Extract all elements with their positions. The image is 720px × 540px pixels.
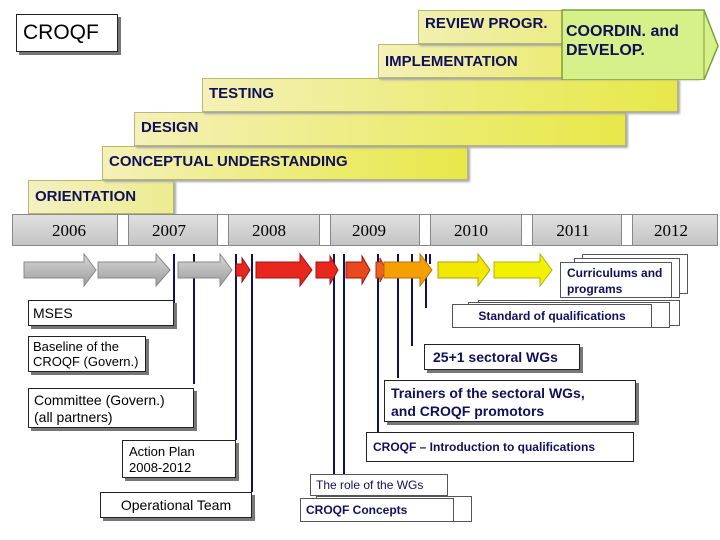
coordin-arrow-shape	[561, 9, 719, 80]
coordin-line2: DEVELOP.	[566, 42, 645, 59]
intro-qualifications-box: CROQF – Introduction to qualifications	[366, 432, 634, 462]
phase-design-label: DESIGN	[141, 119, 199, 136]
operational-label: Operational Team	[120, 497, 232, 513]
year-separator	[117, 215, 129, 245]
trainers-line1: Trainers of the sectoral WGs,	[391, 385, 585, 401]
year-2007: 2007	[152, 221, 186, 240]
intro-label: CROQF – Introduction to qualifications	[373, 440, 595, 454]
title-box: CROQF	[16, 14, 118, 52]
committee-line1: Committee (Govern.)	[34, 392, 165, 408]
phase-design: DESIGN	[134, 112, 626, 146]
year-separator	[621, 215, 633, 245]
phase-conceptual: CONCEPTUAL UNDERSTANDING	[102, 146, 468, 180]
year-separator	[217, 215, 229, 245]
year-separator	[419, 215, 431, 245]
year-2009: 2009	[352, 221, 386, 240]
sectoral-wgs-box: 25+1 sectoral WGs	[424, 344, 580, 370]
phase-implementation-label: IMPLEMENTATION	[385, 53, 518, 70]
mses-box: MSES	[28, 300, 174, 326]
baseline-box: Baseline of the CROQF (Govern.)	[28, 336, 146, 372]
action-line1: Action Plan	[129, 444, 195, 459]
connector-lines	[173, 254, 431, 506]
phase-testing-label: TESTING	[209, 85, 275, 102]
croqf-concepts-box: CROQF Concepts	[300, 498, 454, 522]
phase-orientation-label: ORIENTATION	[35, 188, 137, 205]
year-2012: 2012	[654, 221, 688, 240]
action-plan-box: Action Plan 2008-2012	[122, 440, 236, 478]
year-separator	[319, 215, 331, 245]
year-2010: 2010	[454, 221, 488, 240]
year-2011: 2011	[556, 221, 590, 240]
role-label: The role of the WGs	[316, 478, 424, 492]
mses-label: MSES	[33, 305, 73, 321]
phase-coordin-develop: COORDIN. and DEVELOP.	[566, 22, 706, 60]
timeline-arrows	[23, 252, 553, 288]
baseline-line2: CROQF (Govern.)	[33, 354, 139, 369]
curriculums-line2: programs	[567, 282, 623, 296]
year-2008: 2008	[252, 221, 286, 240]
concepts-label: CROQF Concepts	[306, 503, 408, 517]
curriculums-line1: Curriculums and	[567, 266, 663, 280]
curriculums-box: Curriculums and programs	[560, 262, 672, 298]
trainers-box: Trainers of the sectoral WGs, and CROQF …	[384, 380, 636, 422]
phase-testing: TESTING	[202, 78, 678, 112]
phase-orientation: ORIENTATION	[28, 180, 174, 214]
year-2006: 2006	[52, 221, 86, 240]
timeline-bar: 2006 2007 2008 2009 2010 2011 2012	[12, 214, 718, 246]
coordin-line1: COORDIN. and	[566, 23, 679, 40]
year-separator	[521, 215, 533, 245]
action-line2: 2008-2012	[129, 460, 192, 475]
standard-box: Standard of qualifications	[452, 304, 652, 328]
trainers-line2: and CROQF promotors	[391, 403, 545, 419]
sectoral-label: 25+1 sectoral WGs	[433, 349, 558, 365]
title-text: CROQF	[23, 21, 99, 44]
phase-review-label: REVIEW PROGR.	[425, 15, 548, 32]
phase-conceptual-label: CONCEPTUAL UNDERSTANDING	[109, 153, 348, 170]
role-of-wgs-box: The role of the WGs	[310, 474, 448, 496]
baseline-line1: Baseline of the	[33, 339, 120, 354]
operational-team-box: Operational Team	[100, 492, 252, 518]
standard-label: Standard of qualifications	[478, 309, 626, 323]
committee-box: Committee (Govern.) (all partners)	[28, 388, 194, 428]
committee-line2: (all partners)	[34, 409, 113, 425]
